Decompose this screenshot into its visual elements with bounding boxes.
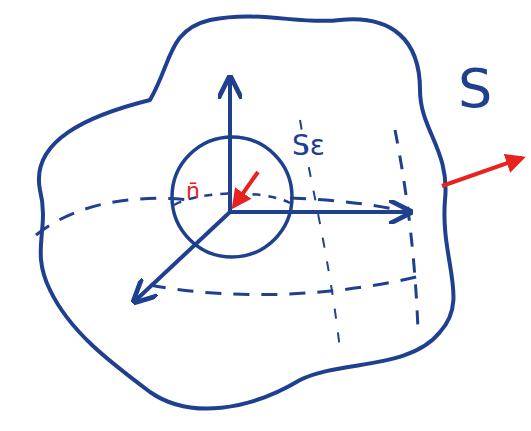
inner-normal-arrow — [234, 172, 258, 206]
y-axis — [230, 210, 408, 214]
normal-label: n̄ — [186, 180, 200, 202]
dashed-section — [150, 275, 425, 295]
outer-normal-arrow — [442, 158, 522, 186]
dashed-section — [395, 130, 418, 330]
x-axis — [136, 212, 230, 300]
dashed-section — [290, 198, 405, 212]
surface-label: S — [458, 62, 492, 116]
dashed-section — [36, 198, 190, 235]
sphere-label: Sε — [292, 132, 325, 160]
surface-outline — [39, 16, 454, 408]
z-axis — [228, 80, 232, 212]
